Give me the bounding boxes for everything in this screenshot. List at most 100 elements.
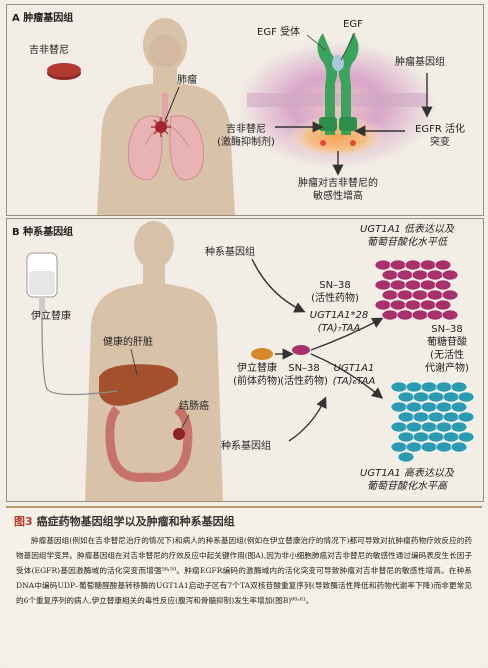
gefitinib-inhibitor-line2: (激酶抑制剂) (217, 137, 275, 148)
molecule-icon (434, 299, 452, 311)
molecule-icon (412, 431, 430, 443)
molecule-icon (396, 289, 414, 301)
molecule-icon (404, 279, 422, 291)
molecule-icon (434, 259, 452, 271)
molecule-icon (441, 309, 459, 321)
egfr-mutation-line1: EGFR 活化 (415, 124, 465, 135)
molecule-icon (404, 259, 422, 271)
irinotecan-prodrug-label: 伊立替康 (前体药物) (227, 362, 287, 388)
molecule-icon (427, 391, 445, 403)
sn38-top-line2: (活性药物) (311, 293, 359, 304)
glucuronide-label: SN–38 葡糖苷酸 (无活性 代谢产物) (415, 323, 479, 375)
molecule-icon (420, 381, 438, 393)
molecule-icon (427, 411, 445, 423)
molecule-icon (441, 289, 459, 301)
molecule-icon (435, 381, 453, 393)
molecule-icon (420, 441, 438, 453)
irinotecan-iv-label: 伊立替康 (31, 311, 71, 322)
molecule-icon (435, 401, 453, 413)
panel-b-illustration (26, 221, 475, 501)
gefitinib-inhibitor-line1: 吉非替尼 (226, 124, 266, 135)
molecule-icon (426, 309, 444, 321)
molecule-icon (397, 391, 415, 403)
germline-bottom-label: 种系基因组 (221, 441, 271, 452)
molecule-icon (450, 401, 468, 413)
panel-b-germline-genome: B 种系基因组 伊立替康 健康的肝脏 结肠癌 种系基因组 种系基因组 UGT1A… (6, 218, 484, 502)
molecule-icon (435, 421, 453, 433)
molecule-icon (396, 309, 414, 321)
molecule-icon (426, 289, 444, 301)
molecule-icon (381, 309, 399, 321)
high-expression-label: UGT1A1 高表达以及 葡萄苷酸化水平高 (337, 467, 477, 493)
molecule-icon (450, 381, 468, 393)
sn38-mid-line2: (活性药物) (280, 376, 328, 387)
low-expression-line2: 葡萄苷酸化水平低 (367, 237, 447, 248)
egfr-mutation-label: EGFR 活化 突变 (405, 123, 475, 149)
colon-icon (105, 405, 193, 482)
egf-label: EGF (343, 19, 363, 30)
molecule-icon (434, 279, 452, 291)
lung-tumor-label: 肺瘤 (177, 75, 197, 86)
molecule-icon (397, 431, 415, 443)
molecule-icon (435, 441, 453, 453)
molecule-icon (419, 259, 437, 271)
molecule-icon (442, 391, 460, 403)
irinotecan-prodrug-line1: 伊立替康 (237, 363, 277, 374)
molecule-icon (374, 299, 392, 311)
molecule-icon (390, 401, 408, 413)
low-expression-line1: UGT1A1 低表达以及 (360, 224, 454, 235)
molecule-icon (390, 381, 408, 393)
molecule-icon (397, 451, 415, 463)
molecule-icon (390, 441, 408, 453)
molecule-icon (389, 299, 407, 311)
molecule-icon (404, 299, 422, 311)
lung-tumor-icon (151, 117, 171, 137)
high-expression-line2: 葡萄苷酸化水平高 (367, 481, 447, 492)
sn38-mid-label: SN–38 (活性药物) (273, 362, 335, 388)
molecule-icon (419, 299, 437, 311)
molecule-icon (419, 279, 437, 291)
glucuronide-cluster (390, 381, 475, 463)
sn38-cluster (374, 259, 459, 321)
egf-receptor-icon (317, 33, 359, 146)
caption-figure-number: 图3 (14, 515, 33, 528)
molecule-icon (427, 431, 445, 443)
sn38-top-label: SN–38 (活性药物) (303, 279, 367, 305)
molecule-icon (411, 309, 429, 321)
germline-top-arrow (251, 258, 306, 313)
molecule-icon (397, 411, 415, 423)
glucuronide-line2: 葡糖苷酸 (427, 337, 467, 348)
sn38-top-line1: SN–38 (319, 280, 351, 291)
panel-b-label: B 种系基因组 (12, 227, 74, 238)
molecule-icon (381, 289, 399, 301)
molecule-icon (389, 279, 407, 291)
glucuronide-line1: SN–38 (431, 324, 463, 335)
molecule-icon (457, 431, 475, 443)
irinotecan-prodrug-icon (251, 348, 273, 360)
egf-receptor-label: EGF 受体 (257, 27, 300, 38)
molecule-icon (457, 391, 475, 403)
human-body-b-icon (85, 221, 223, 501)
molecule-icon (405, 381, 423, 393)
molecule-icon (412, 411, 430, 423)
molecule-icon (457, 411, 475, 423)
molecule-icon (389, 259, 407, 271)
molecule-icon (442, 431, 460, 443)
iv-bag-icon (26, 252, 118, 396)
sensitivity-result-label: 肿瘤对吉非替尼的 敏感性增高 (283, 177, 393, 203)
panel-a-tumor-genome: A 肿瘤基因组 吉非替尼 肺瘤 EGF 受体 EGF 肿瘤基因组 吉非替尼 (激… (6, 4, 484, 216)
germline-top-label: 种系基因组 (205, 247, 255, 258)
human-body-icon (97, 18, 235, 215)
molecule-icon (450, 441, 468, 453)
colon-cancer-label: 结肠癌 (179, 401, 209, 412)
sensitivity-result-line1: 肿瘤对吉非替尼的 (298, 178, 378, 189)
glucuronide-line3: (无活性 (430, 350, 464, 361)
caption-body: 肿瘤基因组(例如在吉非替尼治疗的情况下)和病人的种系基因组(例如在伊立替康治疗的… (16, 536, 472, 605)
panel-a-label: A 肿瘤基因组 (12, 13, 74, 24)
molecule-icon (411, 289, 429, 301)
caption-title-text: 癌症药物基因组学以及肿瘤和种系基因组 (36, 515, 235, 528)
molecule-icon (441, 269, 459, 281)
irinotecan-prodrug-line2: (前体药物) (233, 376, 281, 387)
